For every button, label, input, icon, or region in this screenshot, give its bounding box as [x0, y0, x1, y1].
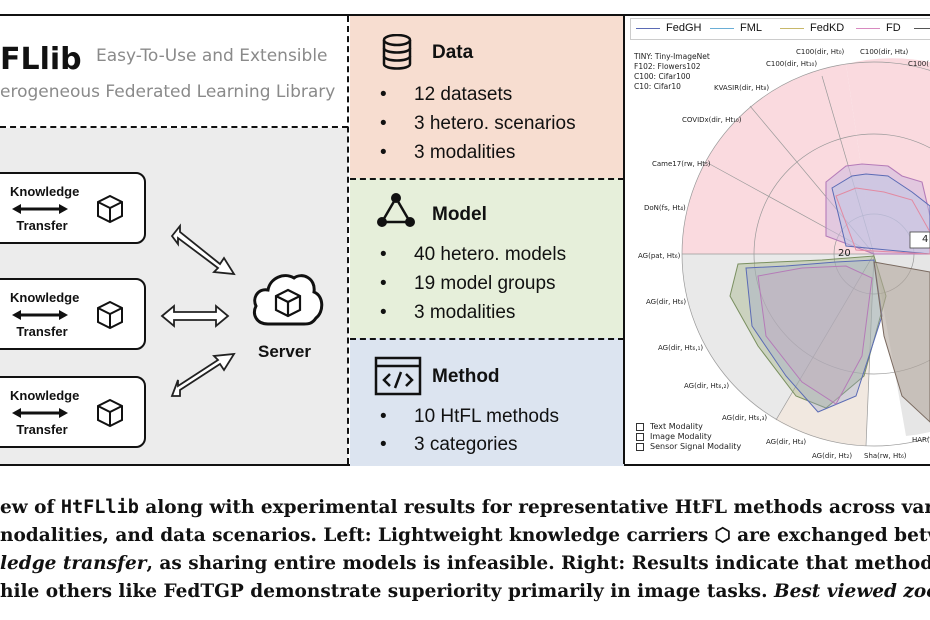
divider: [623, 16, 625, 464]
double-arrow-icon: [12, 204, 68, 214]
data-panel: Data 12 datasets 3 hetero. scenarios 3 m…: [350, 16, 624, 178]
server-cloud-icon: [253, 274, 324, 326]
subtitle-line-2: erogeneous Federated Learning Library: [0, 82, 336, 102]
axis-label: HAR(r: [912, 436, 930, 444]
ring-label: 4: [922, 234, 929, 245]
modality-legend-item: Sensor Signal Modality: [636, 442, 741, 451]
dataset-abbrev: F102: Flowers102: [634, 62, 701, 71]
cube-icon: [97, 194, 123, 224]
axis-label: Came17(rw, Ht₅): [652, 160, 711, 168]
data-item: 3 hetero. scenarios: [380, 113, 576, 135]
model-item: 3 modalities: [380, 302, 515, 324]
cube-icon: [97, 300, 123, 330]
radar-plot: [681, 58, 930, 447]
legend-item: FML: [710, 22, 762, 34]
modality-legend-item: Text Modality: [636, 422, 703, 431]
knowledge-label: Knowledge: [10, 290, 80, 305]
model-panel: Model 40 hetero. models 19 model groups …: [350, 178, 624, 340]
axis-label: AG(pat, Ht₆): [638, 252, 681, 260]
model-item: 19 model groups: [380, 273, 556, 295]
server-label: Server: [258, 342, 311, 361]
dataset-abbrev: TINY: Tiny-ImageNet: [634, 52, 710, 61]
legend-item: FedGH: [636, 22, 701, 34]
caption-line: hile others like FedTGP demonstrate supe…: [0, 581, 930, 602]
exchange-arrow-bottom: [170, 352, 236, 397]
transfer-label: Transfer: [16, 324, 68, 339]
double-arrow-icon: [12, 310, 68, 320]
legend-item: FedKD: [780, 22, 844, 34]
data-title: Data: [432, 42, 474, 63]
code-window-icon: [374, 356, 422, 396]
knowledge-label: Knowledge: [10, 388, 80, 403]
caption-line: ew of HtFLlib along with experimental re…: [0, 497, 930, 518]
axis-label: C100(dir, Ht₀): [796, 48, 845, 56]
data-item: 12 datasets: [380, 84, 512, 106]
axis-label: DoN(fs, Ht₄): [644, 204, 686, 212]
library-name: FLlib: [0, 42, 82, 77]
method-item: 3 categories: [380, 434, 518, 456]
method-panel: Method 10 HtFL methods 3 categories: [350, 338, 624, 466]
dataset-abbrev: C10: Cifar10: [634, 82, 681, 91]
library-code-name: HtFLlib: [60, 497, 139, 518]
axis-label: AG(dir, Ht₆): [646, 298, 687, 306]
model-title: Model: [432, 204, 487, 225]
exchange-arrow-middle: [160, 304, 230, 328]
subtitle-line-1: Easy-To-Use and Extensible: [96, 46, 328, 66]
legend-item: [914, 22, 930, 34]
double-arrow-icon: [12, 408, 68, 418]
knowledge-transfer-box: Knowledge Transfer: [0, 172, 146, 244]
axis-label: AG(dir, Ht₆,₃): [722, 414, 768, 422]
database-icon: [382, 34, 412, 70]
figure-caption: ew of HtFLlib along with experimental re…: [0, 494, 930, 606]
model-item: 40 hetero. models: [380, 244, 566, 266]
legend: [630, 18, 930, 40]
exchange-arrow-top: [170, 223, 236, 276]
axis-label: COVIDx(dir, Ht₁₀): [682, 116, 742, 124]
federation-diagram: Knowledge Transfer Knowledge Transfer Kn…: [0, 128, 348, 464]
ring-label: 20: [838, 248, 851, 259]
axis-label: C100(dir, Ht₄): [860, 48, 909, 56]
axis-label: AG(dir, Ht₂): [812, 452, 853, 460]
method-title: Method: [432, 366, 500, 387]
modality-legend-item: Image Modality: [636, 432, 712, 441]
caption-line: nodalities, and data scenarios. Left: Li…: [0, 525, 930, 546]
data-item: 3 modalities: [380, 142, 515, 164]
left-panel: FLlib Easy-To-Use and Extensible erogene…: [0, 16, 348, 464]
axis-label: AG(dir, Ht₆,₂): [684, 382, 730, 390]
transfer-label: Transfer: [16, 422, 68, 437]
method-item: 10 HtFL methods: [380, 406, 559, 428]
axis-label: AG(dir, Ht₆,₁): [658, 344, 704, 352]
transfer-label: Transfer: [16, 218, 68, 233]
figure: FLlib Easy-To-Use and Extensible erogene…: [0, 14, 930, 466]
radar-series: [729, 163, 930, 423]
dataset-abbrev: C100: Cifar100: [634, 72, 691, 81]
axis-label: Sha(rw, Ht₆): [864, 452, 907, 460]
divider: [347, 16, 349, 464]
model-graph-icon: [377, 193, 415, 227]
knowledge-label: Knowledge: [10, 184, 80, 199]
axis-label: C100(dir, Ht₁₀): [766, 60, 818, 68]
cube-icon: [97, 398, 123, 428]
title-area: FLlib Easy-To-Use and Extensible erogene…: [0, 16, 348, 128]
legend-item: FD: [856, 22, 901, 34]
exchange-arrows: [160, 223, 236, 397]
knowledge-transfer-box: Knowledge Transfer: [0, 376, 146, 448]
knowledge-transfer-box: Knowledge Transfer: [0, 278, 146, 350]
caption-line: ledge transfer, as sharing entire models…: [0, 553, 930, 574]
radar-chart: FedGH FML FedKD FD TINY: Tiny-ImageNet F…: [626, 16, 930, 464]
axis-label: KVASIR(dir, Ht₈): [714, 84, 770, 92]
axis-label: AG(dir, Ht₄): [766, 438, 807, 446]
axis-label: C100(: [908, 60, 929, 68]
